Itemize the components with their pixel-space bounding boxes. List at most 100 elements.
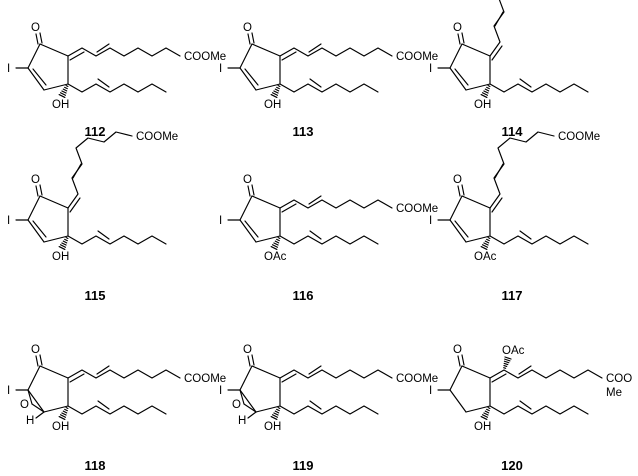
ring-bond xyxy=(255,405,281,413)
upper-side-chain xyxy=(279,199,393,209)
compound-number-116: 116 xyxy=(293,288,314,303)
hash-stroke xyxy=(481,414,489,418)
ester-label: COOMe xyxy=(136,131,178,143)
methyl-label: Me xyxy=(606,387,622,399)
hydroxyl-label: OH xyxy=(52,251,69,263)
ring-bond xyxy=(449,389,467,413)
lower-side-chain xyxy=(489,83,589,93)
upper-chain-double-bond xyxy=(308,365,322,375)
carbonyl-bond xyxy=(35,355,39,367)
upper-chain-double-bond xyxy=(308,43,322,53)
iodine-label: I xyxy=(429,215,432,227)
carbonyl-bond xyxy=(247,355,251,367)
hash-stroke xyxy=(58,93,66,99)
lower-chain-double-bond xyxy=(519,78,532,88)
hash-stroke xyxy=(486,408,490,412)
ring-bond xyxy=(43,235,69,243)
hydroxyl-label: OH xyxy=(474,421,491,433)
carbonyl-bond xyxy=(247,185,251,197)
epoxide-bond xyxy=(31,403,45,413)
iodine-label: I xyxy=(7,63,10,75)
compound-number-114: 114 xyxy=(502,124,524,139)
lower-chain-double-bond xyxy=(519,400,532,410)
lower-side-chain xyxy=(67,83,167,93)
lower-chain-double-bond xyxy=(97,230,110,240)
hash-stroke xyxy=(62,410,68,414)
hash-stroke xyxy=(277,406,281,410)
compound-number-117: 117 xyxy=(502,288,523,303)
ester-label: COOMe xyxy=(184,373,226,385)
lower-chain-double-bond xyxy=(309,400,322,410)
upper-chain-double-bond xyxy=(308,195,322,205)
hash-stroke xyxy=(65,406,69,410)
carbonyl-oxygen: O xyxy=(31,344,40,356)
carbonyl-bond xyxy=(39,32,43,44)
hash-stroke xyxy=(503,367,507,369)
ring-double-bond xyxy=(32,68,47,86)
hash-stroke xyxy=(61,90,67,94)
ring-bond xyxy=(239,389,257,413)
hydroxyl-label: OAc xyxy=(474,251,497,263)
ring-bond xyxy=(239,43,253,69)
hash-stroke xyxy=(487,236,491,240)
exocyclic-double-bond xyxy=(491,45,503,61)
hash-stroke xyxy=(273,412,279,416)
ring-bond xyxy=(255,235,281,243)
carbonyl-bond xyxy=(461,184,465,196)
ester-label: COOMe xyxy=(396,51,438,63)
lower-side-chain xyxy=(67,405,167,415)
hash-stroke xyxy=(483,90,489,94)
hash-stroke xyxy=(480,415,488,421)
hash-stroke xyxy=(486,238,490,242)
carbonyl-oxygen: O xyxy=(243,22,252,34)
ring-bond xyxy=(43,83,69,91)
ring-bond xyxy=(43,405,69,413)
iodine-label: I xyxy=(219,385,222,397)
hydroxyl-label: OH xyxy=(52,421,69,433)
hydroxyl-label: OH xyxy=(264,99,281,111)
compound-number-119: 119 xyxy=(293,458,314,473)
ring-bond xyxy=(449,67,467,91)
hash-stroke xyxy=(484,240,490,244)
hash-stroke xyxy=(480,93,488,99)
ester-label: COOMe xyxy=(396,373,438,385)
ring-bond xyxy=(239,365,253,391)
ring-bond xyxy=(465,405,491,413)
hydroxyl-hashed-bond xyxy=(480,406,491,421)
ring-bond xyxy=(251,365,281,379)
carbonyl-bond xyxy=(247,33,251,45)
carbonyl-bond xyxy=(251,354,255,366)
ring-bond xyxy=(27,389,45,413)
hash-stroke xyxy=(62,240,68,244)
lower-chain-double-bond xyxy=(309,230,322,240)
upper-side-chain xyxy=(489,0,505,57)
carbonyl-bond xyxy=(457,185,461,197)
upper-side-chain xyxy=(279,47,393,57)
ring-bond xyxy=(27,365,41,391)
hash-stroke xyxy=(504,356,512,360)
ring-bond xyxy=(461,195,491,209)
carbonyl-bond xyxy=(39,184,43,196)
iodine-label: I xyxy=(7,215,10,227)
carbonyl-bond xyxy=(461,354,465,366)
ring-bond xyxy=(255,83,281,91)
lower-side-chain xyxy=(279,83,379,93)
hydroxyl-hashed-bond xyxy=(270,406,281,421)
upper-chain-double-bond xyxy=(494,11,504,27)
carbonyl-oxygen: O xyxy=(243,344,252,356)
ester-label: COOMe xyxy=(396,203,438,215)
hash-stroke xyxy=(274,240,280,244)
hash-stroke xyxy=(61,242,67,246)
hash-stroke xyxy=(270,93,278,99)
hydroxyl-hashed-bond xyxy=(270,84,281,99)
iodine-label: I xyxy=(429,63,432,75)
carbonyl-bond xyxy=(457,355,461,367)
exocyclic-double-bond xyxy=(491,373,507,383)
ring-bond xyxy=(449,365,463,391)
iodine-label: I xyxy=(219,63,222,75)
hydroxyl-hashed-bond xyxy=(58,84,69,99)
ring-bond xyxy=(27,219,45,243)
